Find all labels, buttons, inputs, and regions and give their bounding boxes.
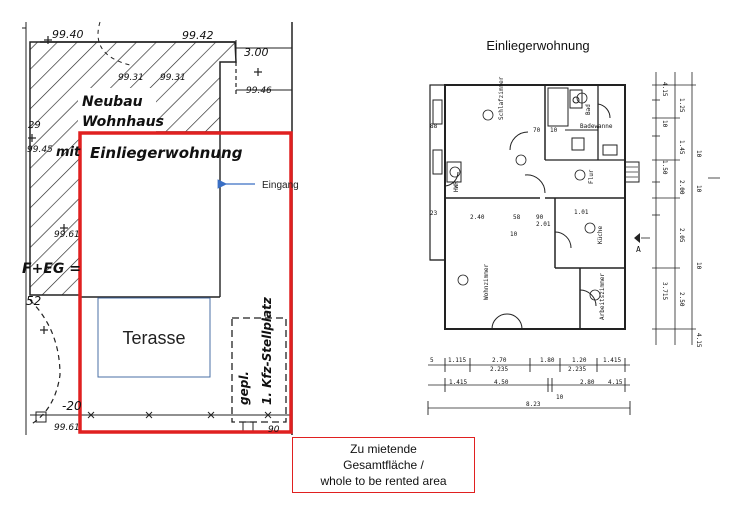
neubau-label: Neubau (82, 94, 143, 110)
dim-right-3: 1.45 (678, 140, 685, 155)
height-9946: 99.46 (246, 86, 272, 96)
parking-sub-label: gepl. (237, 371, 251, 405)
dim-interior-6: 10 (550, 127, 558, 134)
dim-right-12: 4.15 (695, 333, 702, 348)
height-90: 90 (268, 425, 280, 435)
rented-area-line-1: Zu mietende (350, 442, 417, 456)
height-9940: 99.40 (52, 28, 84, 41)
dim-interior-8: 88 (430, 123, 438, 130)
room-arbeitszimmer: Arbeitszimmer (599, 273, 606, 320)
height-9961b: 99.61 (54, 423, 80, 433)
height-9961: 99.61 (54, 230, 80, 240)
dim-right-7: 10 (695, 185, 702, 193)
dim-right-0: 4.15 (661, 82, 668, 97)
entrance-label: Eingang (262, 180, 299, 191)
dim-interior-4: 10 (510, 231, 518, 238)
height-29: 29 (28, 120, 41, 131)
dim-bottom-3: 1.80 (540, 357, 555, 364)
dim-bottom-r2-2: 2.80 (580, 379, 595, 386)
room-flur: Flur (588, 169, 595, 184)
dim-bottom-r2-1: 4.50 (494, 379, 509, 386)
height-9931a: 99.31 (118, 73, 144, 83)
unit-prefix: mit (56, 145, 81, 160)
dim-right-8: 2.05 (678, 228, 685, 243)
height-52: 52 (26, 294, 41, 308)
dim-bottom-4: 1.20 (572, 357, 587, 364)
dim-interior-0: 2.40 (470, 214, 485, 221)
dim-right-4: 1.50 (661, 160, 668, 175)
eg-label: F+EG = (22, 261, 81, 277)
dim-bottom-mid: 10 (556, 394, 564, 401)
room-bad: Bad (585, 104, 592, 115)
height-9942: 99.42 (182, 29, 214, 42)
dim-right-5: 10 (695, 150, 702, 158)
room-wohnzimmer: Wohnzimmer (483, 263, 490, 300)
section-marker: A (636, 245, 641, 254)
rented-area-line-3: whole to be rented area (320, 474, 447, 488)
rented-area-line-2: Gesamtfläche / (343, 458, 424, 472)
room-badewanne: Badewanne (580, 123, 613, 130)
height-300: 3.00 (244, 46, 269, 59)
dim-bottom-0: 5 (430, 357, 434, 364)
dim-bottom-r2-3: 4.15 (608, 379, 623, 386)
dim-interior-7: 1.01 (574, 209, 589, 216)
dim-right-6: 2.00 (678, 180, 685, 195)
dim-bottom-sub-0: 2.235 (490, 366, 508, 373)
wohnhaus-label: Wohnhaus (82, 114, 164, 130)
site-plan (22, 21, 293, 435)
dim-interior-5: 70 (533, 127, 541, 134)
dim-bottom-r2-0: 1.415 (449, 379, 467, 386)
dim-interior-3: 2.01 (536, 221, 551, 228)
floor-plan (427, 72, 720, 415)
room-kueche: Küche (597, 226, 604, 244)
dim-interior-2: 90 (536, 214, 544, 221)
dim-right-9: 3.715 (661, 282, 668, 300)
dim-right-1: 1.25 (678, 98, 685, 113)
parking-space (231, 317, 287, 423)
floor-plan-title: Einliegerwohnung (486, 38, 589, 53)
dim-bottom-5: 1.415 (603, 357, 621, 364)
dim-right-10: 2.50 (678, 292, 685, 307)
dim-bottom-sub-1: 2.235 (568, 366, 586, 373)
dim-right-2: 10 (661, 120, 668, 128)
dim-bottom-2: 2.70 (492, 357, 507, 364)
room-hwr: HWR (453, 181, 460, 192)
room-schlafzimmer: Schlafzimmer (498, 76, 505, 120)
dim-right-11: 10 (695, 262, 702, 270)
unit-label: Einliegerwohnung (90, 144, 243, 162)
height-9945: 99.45 (27, 145, 53, 155)
rented-area-label-box: Zu mietende Gesamtfläche / whole to be r… (292, 437, 475, 493)
dim-bottom-1: 1.115 (448, 357, 466, 364)
terrace-box (97, 297, 211, 378)
height-20: -20 (62, 399, 82, 413)
dim-interior-9: 23 (430, 210, 438, 217)
parking-label: 1. Kfz-Stellplatz (260, 296, 274, 405)
rented-area-boundary (78, 131, 293, 434)
terrace-label: Terasse (122, 328, 185, 348)
height-9931b: 99.31 (160, 73, 186, 83)
dim-bottom-total: 8.23 (526, 401, 541, 408)
dim-interior-1: 58 (513, 214, 521, 221)
